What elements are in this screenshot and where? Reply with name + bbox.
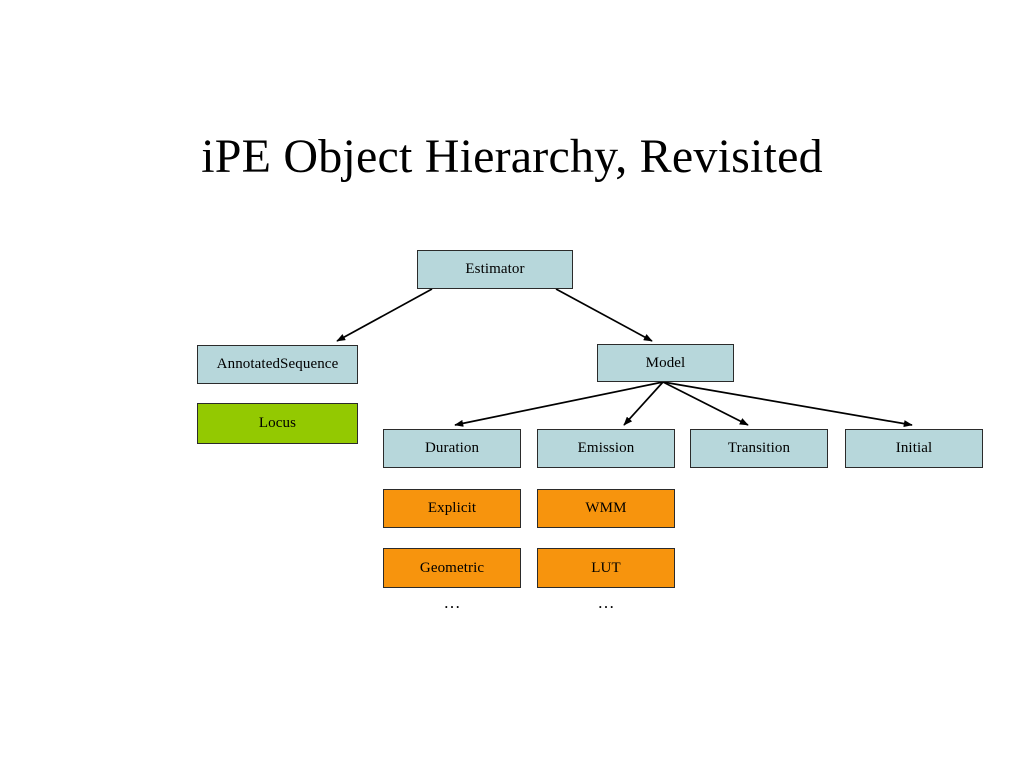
node-locus-label: Locus (258, 415, 297, 431)
node-lut[interactable]: LUT (537, 548, 675, 588)
node-model-label: Model (645, 354, 686, 371)
edge-estimator-to-annotated-sequence (336, 288, 433, 342)
node-explicit[interactable]: Explicit (383, 489, 521, 528)
edge-model-to-transition (662, 381, 749, 426)
node-model[interactable]: Model (597, 344, 734, 382)
node-transition[interactable]: Transition (690, 429, 828, 468)
edge-estimator-to-model (555, 288, 653, 342)
page-title: iPE Object Hierarchy, Revisited (201, 130, 823, 184)
node-wmm[interactable]: WMM (537, 489, 675, 528)
node-locus[interactable]: Locus (197, 403, 358, 444)
ellipsis-duration-branch: … (443, 593, 461, 612)
node-geometric-label: Geometric (419, 559, 485, 576)
node-initial[interactable]: Initial (845, 429, 983, 468)
node-estimator-label: Estimator (465, 261, 525, 277)
node-transition-label: Transition (727, 440, 791, 456)
node-annotated-sequence-label: AnnotatedSequence (216, 356, 339, 372)
node-duration-label: Duration (424, 440, 480, 456)
node-duration[interactable]: Duration (383, 429, 521, 468)
node-emission-label: Emission (577, 440, 635, 456)
node-estimator[interactable]: Estimator (417, 250, 573, 289)
node-annotated-sequence[interactable]: AnnotatedSequence (197, 345, 358, 384)
node-wmm-label: WMM (585, 500, 627, 516)
node-initial-label: Initial (895, 440, 933, 456)
edge-model-to-initial (662, 381, 913, 428)
node-lut-label: LUT (591, 559, 621, 576)
edge-model-to-emission (623, 381, 664, 426)
node-explicit-label: Explicit (427, 500, 477, 516)
ellipsis-emission-branch: … (597, 593, 615, 612)
node-emission[interactable]: Emission (537, 429, 675, 468)
node-geometric[interactable]: Geometric (383, 548, 521, 588)
edge-model-to-duration (454, 381, 664, 427)
